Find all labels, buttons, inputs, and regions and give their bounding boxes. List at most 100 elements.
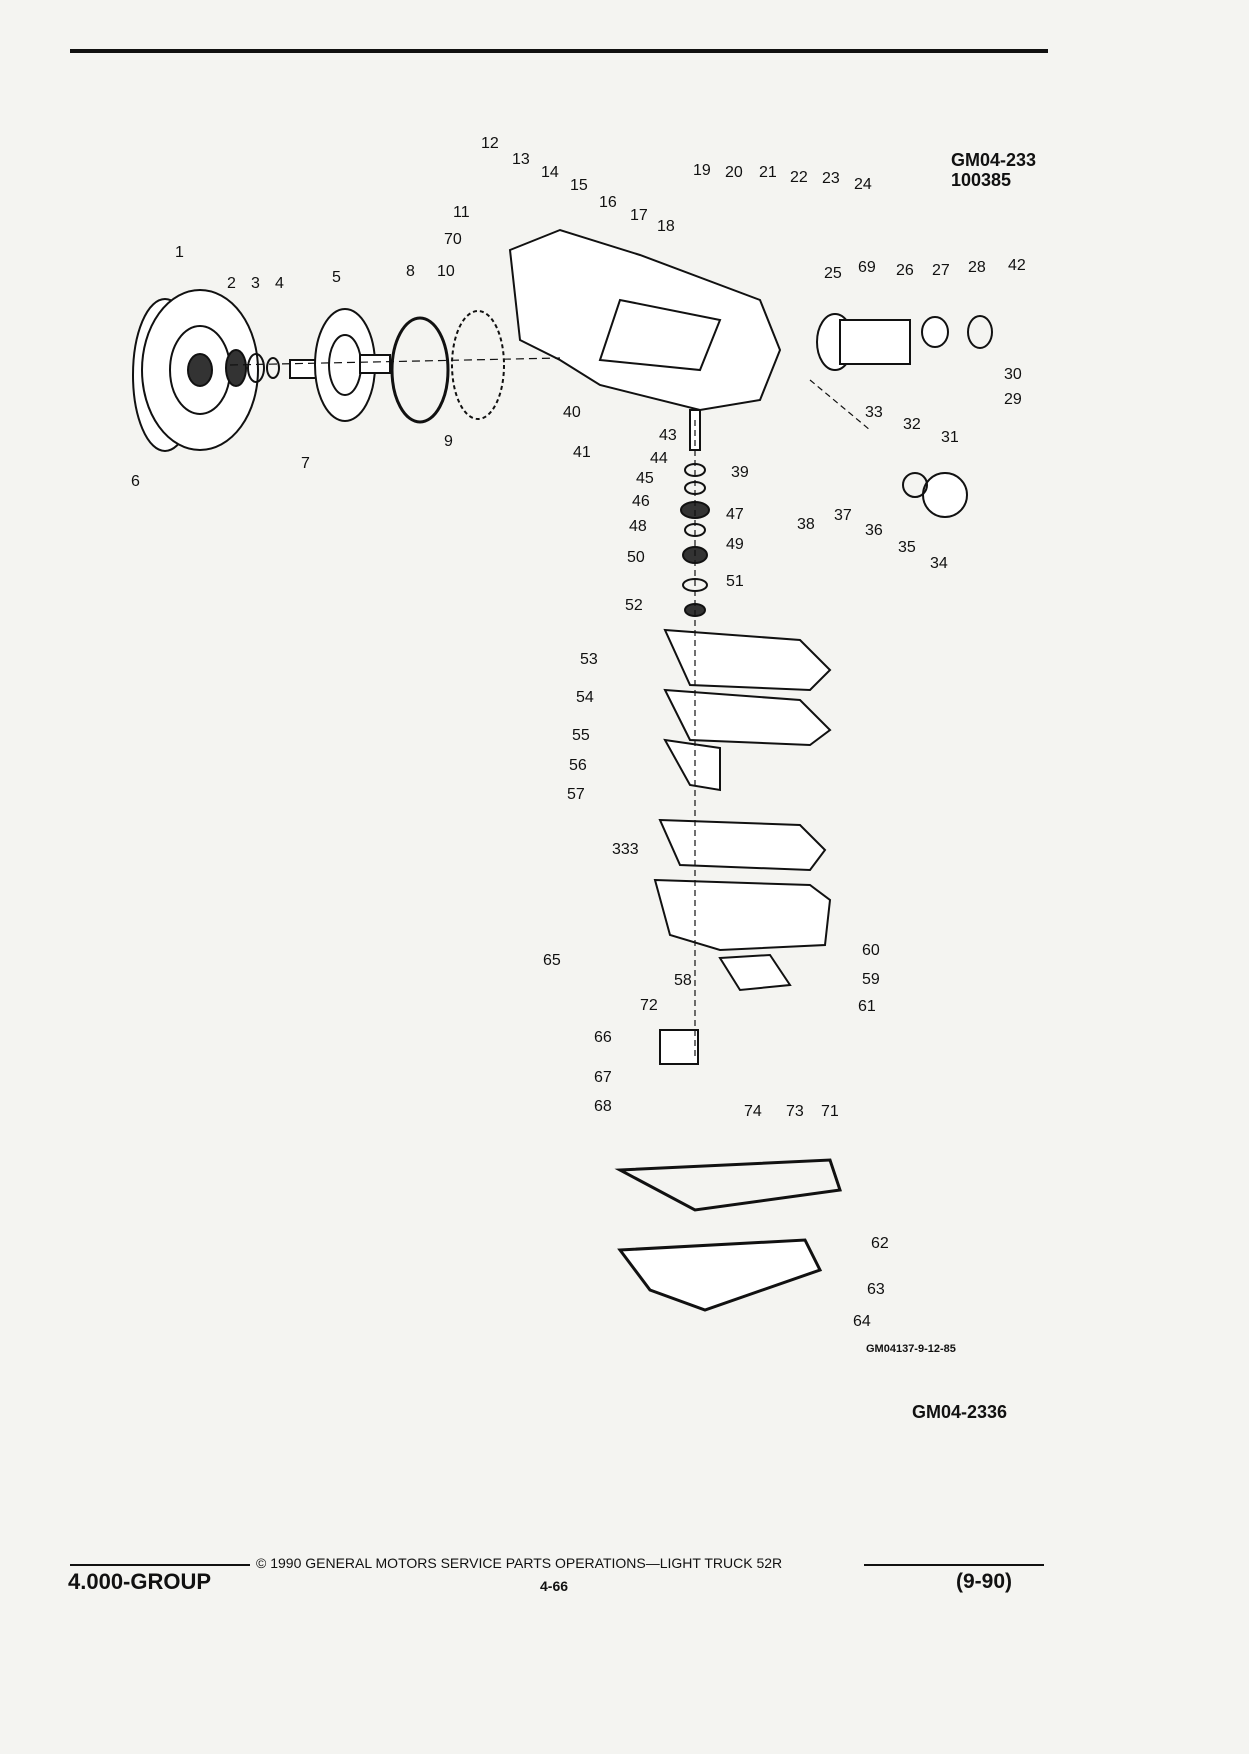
callout-1: 1	[175, 244, 184, 261]
callout-26: 26	[896, 262, 914, 279]
callout-67: 67	[594, 1069, 612, 1086]
valve-body-part	[653, 878, 832, 952]
callout-73: 73	[786, 1103, 804, 1120]
callout-62: 62	[871, 1235, 889, 1252]
callout-64: 64	[853, 1313, 871, 1330]
callout-5: 5	[332, 269, 341, 286]
callout-42: 42	[1008, 257, 1026, 274]
diagram-id-2: 100385	[951, 170, 1012, 190]
callout-46: 46	[632, 493, 650, 510]
callout-63: 63	[867, 1281, 885, 1298]
callout-10: 10	[437, 263, 455, 280]
callout-21: 21	[759, 164, 777, 181]
callout-34: 34	[930, 555, 948, 572]
callout-28: 28	[968, 259, 986, 276]
callout-59: 59	[862, 971, 880, 988]
callout-23: 23	[822, 170, 840, 187]
callout-2: 2	[227, 275, 236, 292]
callout-15: 15	[570, 177, 588, 194]
callout-9: 9	[444, 433, 453, 450]
callout-51: 51	[726, 573, 744, 590]
figure-caption: GM04137-9-12-85	[866, 1343, 956, 1355]
callout-50: 50	[627, 549, 645, 566]
callout-8: 8	[406, 263, 415, 280]
callout-37: 37	[834, 507, 852, 524]
callout-58: 58	[674, 972, 692, 989]
callout-49: 49	[726, 536, 744, 553]
callout-24: 24	[854, 176, 872, 193]
callout-55: 55	[572, 727, 590, 744]
callout-33: 33	[865, 404, 883, 421]
callout-35: 35	[898, 539, 916, 556]
spacer-plate-lower-part	[658, 818, 827, 872]
callout-69: 69	[858, 259, 876, 276]
diagram-id: GM04-233	[951, 150, 1037, 170]
callout-12: 12	[481, 135, 499, 152]
callout-38: 38	[797, 516, 815, 533]
callout-68: 68	[594, 1098, 612, 1115]
callout-57: 57	[567, 786, 585, 803]
callout-40: 40	[563, 404, 581, 421]
footer-group: 4.000-GROUP	[68, 1569, 212, 1594]
callout-27: 27	[932, 262, 950, 279]
callout-16: 16	[599, 194, 617, 211]
callout-39: 39	[731, 464, 749, 481]
callout-19: 19	[693, 162, 711, 179]
callout-6: 6	[131, 473, 140, 490]
callout-3: 3	[251, 275, 260, 292]
callout-74: 74	[744, 1103, 762, 1120]
solenoid-part	[659, 1029, 699, 1065]
header-rule	[70, 49, 1048, 53]
callout-60: 60	[862, 942, 880, 959]
callout-18: 18	[657, 218, 675, 235]
pan-gasket-part	[614, 1158, 842, 1212]
callout-13: 13	[512, 151, 530, 168]
spacer-plate-upper-part	[663, 628, 832, 692]
callout-72: 72	[640, 997, 658, 1014]
callout-333: 333	[612, 841, 639, 858]
callout-65: 65	[543, 952, 561, 969]
callout-45: 45	[636, 470, 654, 487]
callout-54: 54	[576, 689, 594, 706]
callout-41: 41	[573, 444, 591, 461]
transmission-case-part	[508, 228, 782, 412]
callout-71: 71	[821, 1103, 839, 1120]
oil-filter-part	[718, 953, 792, 992]
callout-44: 44	[650, 450, 668, 467]
callout-56: 56	[569, 757, 587, 774]
filter-plate-part	[663, 738, 721, 792]
callout-20: 20	[725, 164, 743, 181]
figure-id: GM04-2336	[912, 1402, 1008, 1422]
oil-pan-part	[617, 1238, 823, 1312]
callout-4: 4	[275, 275, 284, 292]
governor-part	[902, 472, 968, 518]
footer-rule-left	[70, 1564, 250, 1566]
extension-housing-part	[816, 313, 993, 371]
callout-70: 70	[444, 231, 462, 248]
callout-43: 43	[659, 427, 677, 444]
callout-25: 25	[824, 265, 842, 282]
callout-32: 32	[903, 416, 921, 433]
callout-47: 47	[726, 506, 744, 523]
torque-converter-part	[132, 289, 259, 452]
footer-revision: (9-90)	[956, 1570, 1013, 1593]
footer-rule-right	[864, 1564, 1044, 1566]
footer-copyright: © 1990 GENERAL MOTORS SERVICE PARTS OPER…	[256, 1555, 783, 1571]
footer-page-number: 4-66	[540, 1578, 569, 1594]
callout-66: 66	[594, 1029, 612, 1046]
callout-14: 14	[541, 164, 559, 181]
callout-17: 17	[630, 207, 648, 224]
spacer-plate-gasket-part	[663, 688, 832, 747]
callout-48: 48	[629, 518, 647, 535]
callout-31: 31	[941, 429, 959, 446]
front-seals-part	[225, 349, 280, 387]
callout-22: 22	[790, 169, 808, 186]
callout-52: 52	[625, 597, 643, 614]
oil-pump-part	[289, 308, 391, 422]
callout-7: 7	[301, 455, 310, 472]
pump-o-ring-part	[390, 316, 450, 424]
callout-61: 61	[858, 998, 876, 1015]
pump-gasket-part	[451, 310, 505, 420]
callout-36: 36	[865, 522, 883, 539]
